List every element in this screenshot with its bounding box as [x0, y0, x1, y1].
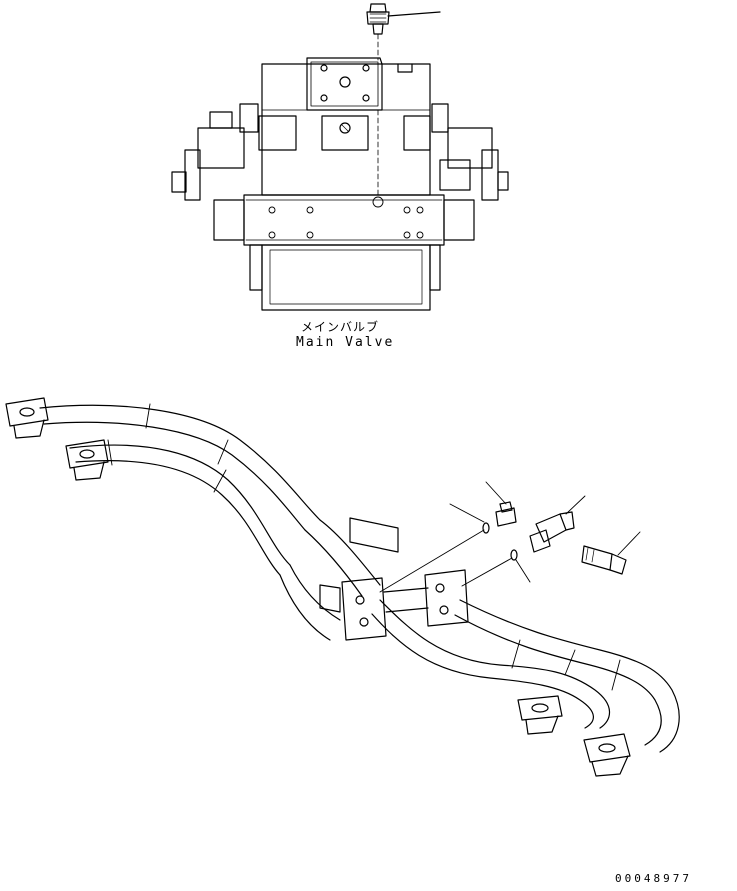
- elbow-fitting-icon: [530, 496, 585, 552]
- pressure-sensor-icon: [582, 532, 640, 574]
- main-valve-icon: [172, 58, 508, 310]
- main-valve-label-en: Main Valve: [296, 335, 395, 350]
- plug-fitting-icon: [486, 482, 516, 526]
- o-ring-icon: [450, 504, 530, 582]
- document-number: 00048977: [615, 872, 692, 885]
- tube-assembly-icon: [40, 404, 679, 752]
- top-fitting-icon: [367, 4, 440, 60]
- flange-icon: [6, 398, 630, 776]
- main-valve-label-jp: メインバルブ: [301, 320, 380, 334]
